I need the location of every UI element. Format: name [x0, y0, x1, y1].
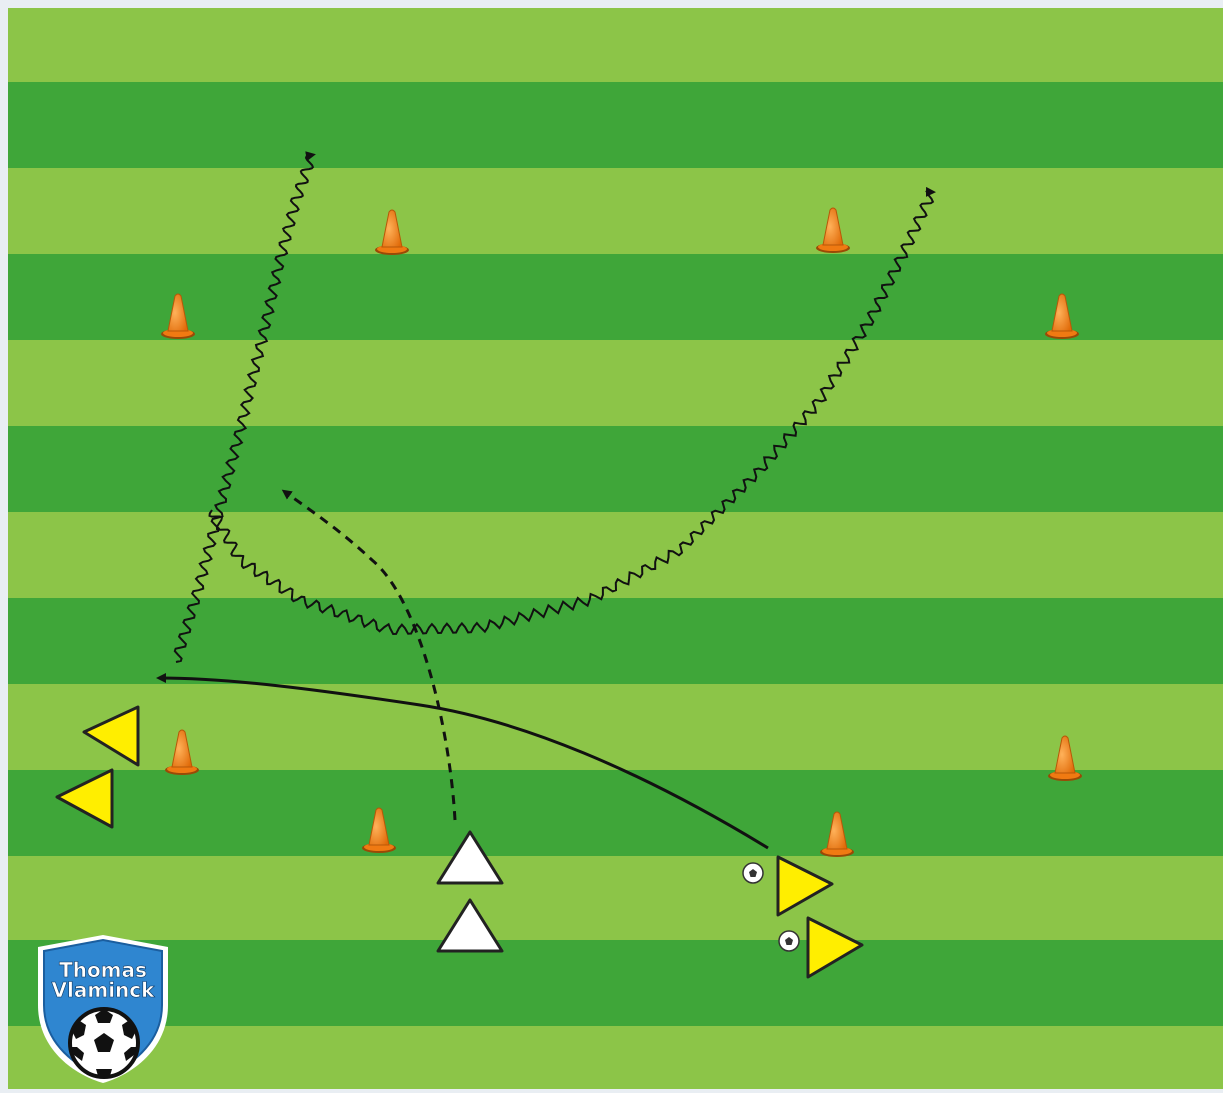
dark-stripe [8, 82, 1223, 168]
dark-stripe [8, 770, 1223, 856]
pitch-base [8, 8, 1223, 1089]
dark-stripe [8, 254, 1223, 340]
soccer-ball-icon [70, 1009, 138, 1077]
dark-stripe [8, 426, 1223, 512]
ball-icon [743, 863, 763, 883]
pitch-stripes [8, 8, 1223, 1089]
ball-icon [779, 931, 799, 951]
logo-line2: Vlaminck [52, 978, 156, 1002]
dark-stripe [8, 940, 1223, 1026]
